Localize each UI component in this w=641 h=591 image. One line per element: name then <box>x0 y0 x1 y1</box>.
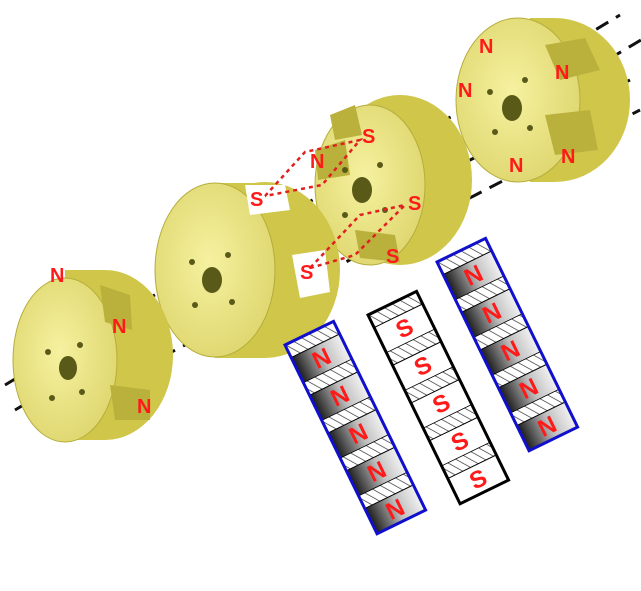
center-hole <box>352 177 372 203</box>
disc-pole-labels: N N N S S S N S S N N N N N <box>50 36 575 418</box>
left-coupling-disc <box>12 270 173 443</box>
left-disc-label-1: N <box>50 265 64 287</box>
midright-disc-label-3: S <box>408 193 421 215</box>
center-hole <box>502 95 522 121</box>
right-coupling-disc <box>455 17 630 183</box>
center-hole <box>202 267 222 293</box>
center-hole <box>59 356 77 380</box>
spacer-segment <box>285 321 340 358</box>
strip-border <box>282 319 428 536</box>
right-disc-label-2: N <box>555 62 569 84</box>
middle-coupling-disc <box>154 182 340 358</box>
midright-disc-label-1: S <box>362 126 375 148</box>
spacer-segment <box>437 238 492 275</box>
left-disc-label-2: N <box>112 316 126 338</box>
spacer-segment <box>368 291 423 328</box>
strip-border <box>434 236 580 453</box>
middle-right-coupling-disc <box>314 95 472 266</box>
pole-connector-lines <box>264 137 409 270</box>
mid-disc-label-1: S <box>250 189 263 211</box>
mid-disc-label-2: S <box>300 262 313 284</box>
midright-disc-label-2: N <box>310 151 324 173</box>
left-disc-label-3: N <box>137 396 151 418</box>
right-disc-label-5: N <box>561 146 575 168</box>
strip-border <box>365 289 511 506</box>
right-disc-label-1: N <box>479 36 493 58</box>
right-disc-label-4: N <box>509 155 523 177</box>
midright-disc-label-4: S <box>386 246 399 268</box>
right-disc-label-3: N <box>458 80 472 102</box>
